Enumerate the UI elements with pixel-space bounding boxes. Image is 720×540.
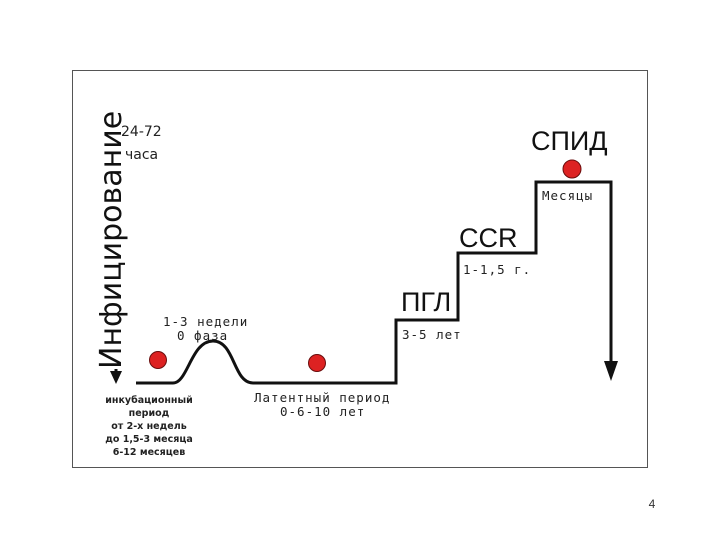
pgl-duration: 3-5 лет [402, 327, 462, 342]
pgl-label: ПГЛ [401, 287, 451, 317]
primary-phase-weeks: 1-3 недели [163, 314, 248, 329]
incubation-line-3: от 2-х недель [111, 421, 186, 432]
latent-period-years: 0-6-10 лет [280, 404, 365, 419]
page-number: 4 [648, 497, 656, 511]
aids-marker [562, 159, 582, 179]
ccr-label: CCR [459, 223, 518, 253]
incubation-line-1: инкубационный [105, 395, 193, 406]
latent-marker [308, 354, 326, 372]
disease-stages-diagram: Инфицирование 24-72 часа 1-3 недели 0 фа… [94, 111, 618, 458]
incubation-note: инкубационный период от 2-х недель до 1,… [105, 395, 193, 458]
slide-frame: Инфицирование 24-72 часа 1-3 недели 0 фа… [72, 70, 648, 468]
incubation-line-5: 6-12 месяцев [113, 447, 186, 458]
latent-period-label: Латентный период [254, 390, 390, 405]
incubation-line-4: до 1,5-3 месяца [105, 434, 193, 445]
end-arrow-head [604, 361, 618, 381]
infection-label: Инфицирование [94, 111, 129, 369]
progression-line [136, 180, 613, 385]
incubation-marker [149, 351, 167, 369]
aids-label: СПИД [531, 126, 608, 156]
infection-hours-unit: часа [125, 147, 158, 163]
infection-hours: 24-72 [121, 124, 162, 140]
incubation-line-2: период [129, 408, 170, 419]
ccr-duration: 1-1,5 г. [463, 262, 531, 277]
aids-duration: Месяцы [542, 188, 593, 203]
start-arrow-head [110, 371, 122, 384]
primary-phase-zero: 0 фаза [177, 328, 228, 343]
